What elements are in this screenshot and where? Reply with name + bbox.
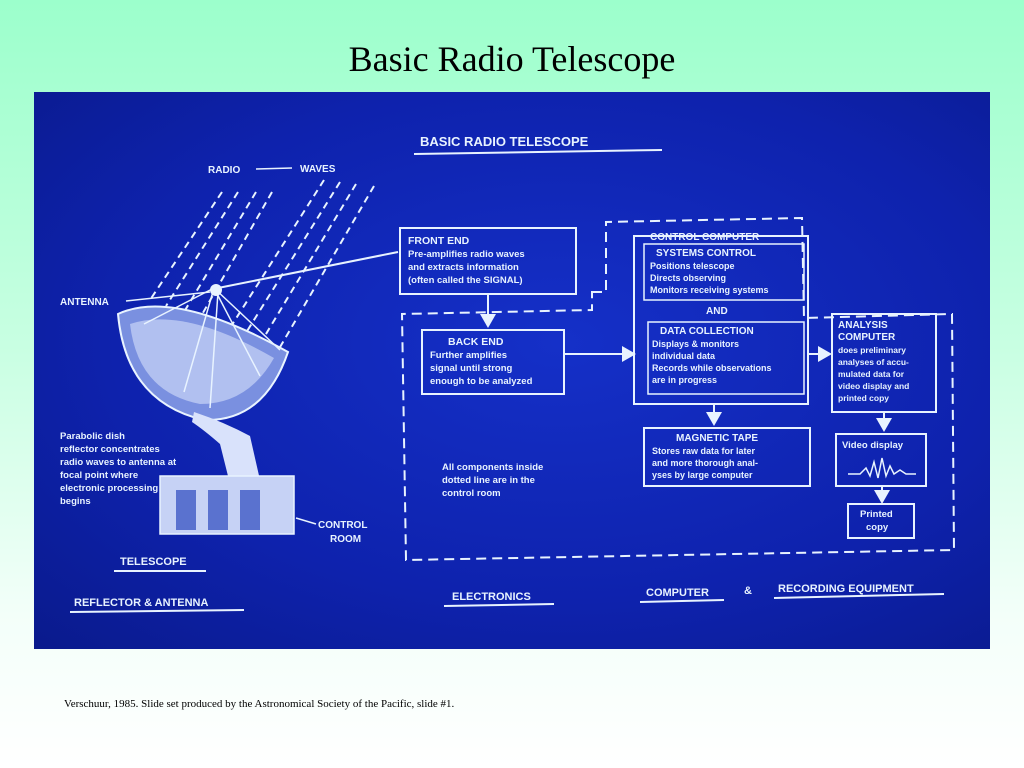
svg-text:ANALYSIS: ANALYSIS xyxy=(838,320,888,331)
diagram-svg: BASIC RADIO TELESCOPE RADIO WAVES xyxy=(60,134,956,613)
radio-waves-dash xyxy=(255,167,293,170)
video-signal-trace xyxy=(848,457,916,479)
svg-text:dotted line are in the: dotted line are in the xyxy=(442,475,535,486)
svg-text:COMPUTER: COMPUTER xyxy=(838,332,896,343)
antenna-to-front-end-line xyxy=(217,251,399,289)
svg-text:electronic processing: electronic processing xyxy=(60,483,158,494)
dish-description: Parabolic dish reflector concentrates ra… xyxy=(60,431,177,507)
svg-text:yses by large computer: yses by large computer xyxy=(652,470,753,480)
diagram-heading: BASIC RADIO TELESCOPE xyxy=(420,134,589,149)
recording-equipment-label: RECORDING EQUIPMENT xyxy=(778,583,914,595)
telescope-label: TELESCOPE xyxy=(120,556,187,568)
svg-text:All components inside: All components inside xyxy=(442,462,543,473)
control-computer-box: CONTROL COMPUTER SYSTEMS CONTROL Positio… xyxy=(633,232,809,405)
electronics-label: ELECTRONICS xyxy=(452,591,531,603)
svg-text:individual data: individual data xyxy=(652,351,716,361)
back-end-box: BACK END Further amplifies signal until … xyxy=(421,329,565,395)
heading-underline xyxy=(413,149,663,155)
electronics-underline xyxy=(443,603,555,607)
svg-text:Monitors receiving systems: Monitors receiving systems xyxy=(650,285,769,295)
svg-text:control room: control room xyxy=(442,488,501,499)
svg-text:are in progress: are in progress xyxy=(652,375,717,385)
control-room-label-1: CONTROL xyxy=(318,520,367,531)
svg-text:analyses of accu-: analyses of accu- xyxy=(838,357,909,367)
svg-text:Video display: Video display xyxy=(842,440,904,451)
svg-text:CONTROL COMPUTER: CONTROL COMPUTER xyxy=(650,232,760,243)
svg-text:Further amplifies: Further amplifies xyxy=(430,350,507,361)
svg-text:focal point where: focal point where xyxy=(60,470,138,481)
svg-text:signal until strong: signal until strong xyxy=(430,363,513,374)
control-room-label-2: ROOM xyxy=(330,534,361,545)
computer-underline xyxy=(639,599,725,603)
incoming-radio-waves xyxy=(149,179,375,355)
front-end-box: FRONT END Pre-amplifies radio waves and … xyxy=(399,227,577,295)
svg-text:Displays & monitors: Displays & monitors xyxy=(652,339,739,349)
svg-text:Printed: Printed xyxy=(860,509,893,520)
svg-text:Parabolic dish: Parabolic dish xyxy=(60,431,125,442)
svg-text:radio waves to antenna at: radio waves to antenna at xyxy=(60,457,177,468)
telescope-diagram-photo: BASIC RADIO TELESCOPE RADIO WAVES xyxy=(34,92,990,649)
reflector-antenna-underline xyxy=(69,609,245,613)
radio-label: RADIO xyxy=(208,165,240,176)
antenna-label: ANTENNA xyxy=(60,297,109,308)
analysis-computer-box: ANALYSIS COMPUTER does preliminary analy… xyxy=(831,313,937,413)
svg-text:MAGNETIC TAPE: MAGNETIC TAPE xyxy=(676,433,758,444)
waves-label: WAVES xyxy=(300,164,336,175)
recording-underline xyxy=(773,593,945,599)
svg-text:does preliminary: does preliminary xyxy=(838,345,906,355)
svg-text:and extracts information: and extracts information xyxy=(408,262,519,273)
computer-label: COMPUTER xyxy=(646,587,709,599)
svg-text:enough to be analyzed: enough to be analyzed xyxy=(430,376,533,387)
svg-text:AND: AND xyxy=(706,306,728,317)
svg-text:Directs observing: Directs observing xyxy=(650,273,726,283)
parabolic-dish xyxy=(116,284,290,422)
svg-text:SYSTEMS CONTROL: SYSTEMS CONTROL xyxy=(656,248,756,259)
magnetic-tape-box: MAGNETIC TAPE Stores raw data for later … xyxy=(643,427,811,487)
svg-text:begins: begins xyxy=(60,496,91,507)
svg-text:printed copy: printed copy xyxy=(838,393,889,403)
control-room-boundary xyxy=(400,216,956,562)
svg-text:Stores raw data for later: Stores raw data for later xyxy=(652,446,756,456)
svg-text:Records while observations: Records while observations xyxy=(652,363,772,373)
slide-title: Basic Radio Telescope xyxy=(348,39,676,79)
video-display-box: Video display xyxy=(835,433,927,487)
control-room-pointer xyxy=(295,517,317,525)
svg-text:DATA COLLECTION: DATA COLLECTION xyxy=(660,326,754,337)
svg-text:Positions telescope: Positions telescope xyxy=(650,261,735,271)
antenna-pointer xyxy=(125,291,211,302)
svg-text:reflector concentrates: reflector concentrates xyxy=(60,444,160,455)
svg-text:copy: copy xyxy=(866,522,889,533)
printed-copy-box: Printed copy xyxy=(847,503,915,539)
svg-text:and more thorough anal-: and more thorough anal- xyxy=(652,458,758,468)
all-components-note: All components inside dotted line are in… xyxy=(442,462,543,499)
svg-text:(often called the SIGNAL): (often called the SIGNAL) xyxy=(408,275,523,286)
svg-text:FRONT END: FRONT END xyxy=(408,235,470,247)
svg-text:mulated data for: mulated data for xyxy=(838,369,905,379)
svg-text:Pre-amplifies radio waves: Pre-amplifies radio waves xyxy=(408,249,525,260)
telescope-mount xyxy=(159,412,295,535)
ampersand-label: & xyxy=(744,585,752,597)
reflector-antenna-label: REFLECTOR & ANTENNA xyxy=(74,597,209,609)
slide-caption: Verschuur, 1985. Slide set produced by t… xyxy=(64,698,455,710)
svg-text:BACK END: BACK END xyxy=(448,336,504,348)
svg-text:video display and: video display and xyxy=(838,381,909,391)
